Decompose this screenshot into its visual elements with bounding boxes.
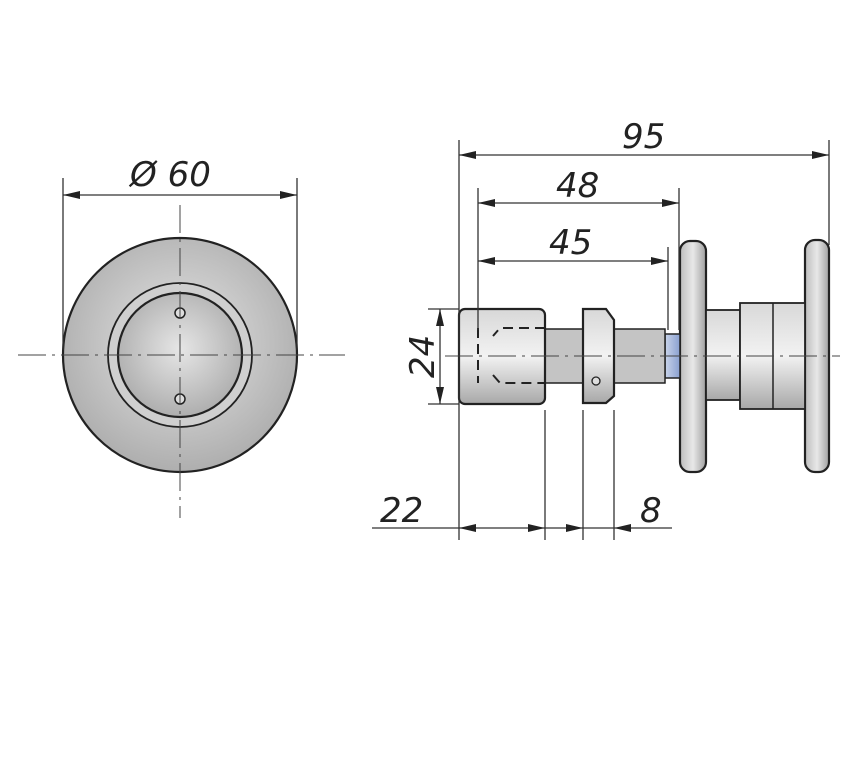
hidden-bore xyxy=(477,327,545,384)
arrowhead xyxy=(280,191,297,199)
length-45-label: 45 xyxy=(549,223,592,263)
cap-length-label: 22 xyxy=(380,491,423,531)
shaft xyxy=(705,309,741,401)
front-view: Ø 60 xyxy=(18,155,345,518)
cap-diameter-label: 24 xyxy=(403,335,443,378)
arrowhead xyxy=(459,524,631,532)
nut-width-label: 8 xyxy=(640,491,662,531)
diameter-label: Ø 60 xyxy=(128,155,211,195)
set-screw xyxy=(591,376,601,386)
side-view: 95 48 45 24 22 8 xyxy=(372,117,840,540)
length-48-label: 48 xyxy=(556,166,599,206)
arrowhead xyxy=(63,191,80,199)
overall-length-label: 95 xyxy=(622,117,665,157)
